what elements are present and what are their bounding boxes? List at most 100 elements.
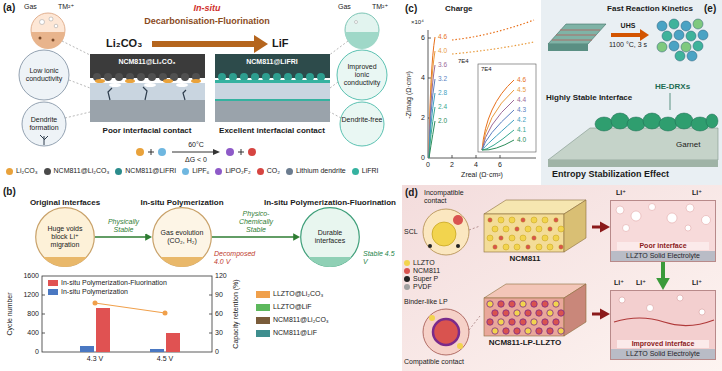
curve-label: 4.3 — [517, 106, 526, 113]
reaction-scheme-part — [213, 149, 220, 155]
curve-label: 4.4 — [517, 96, 526, 103]
circle-fill — [301, 208, 360, 267]
panel-d-art-part-part — [623, 225, 630, 232]
legend-item: NCM811@Li₂CO₃ — [44, 167, 110, 175]
node-heading: Original Interfaces — [20, 187, 110, 207]
panel-letter: (e) — [704, 3, 716, 15]
particle — [536, 244, 542, 250]
label-wrap: Gas — [24, 3, 37, 11]
cell-stack-good-part-part — [284, 73, 292, 81]
cell-stack-poor-part — [93, 73, 200, 81]
axis-tick: 4.5 V — [157, 355, 173, 363]
bar-chart-part — [166, 333, 180, 352]
label-wrap: 4.3 — [517, 106, 526, 113]
curve-label: 2.0 — [438, 117, 447, 124]
legend-item: Li₂CO₃ — [6, 167, 38, 175]
legend-text: Lithium dendrite — [296, 167, 346, 175]
ion-label: Li⁺ — [616, 189, 626, 197]
gas-bubble-part — [49, 17, 53, 21]
particle — [542, 235, 548, 241]
cell-stack-good-part-part — [240, 73, 248, 81]
legend-text: NCM811@Li₂CO₃ — [273, 316, 329, 324]
label-wrap: 2 — [450, 161, 454, 169]
cell-stack-good-part-part — [306, 73, 314, 81]
axis-title: Capacity retention (%) — [232, 279, 240, 348]
cell-stack-good-part-part — [251, 73, 259, 81]
label-wrap: Cycle number — [6, 292, 14, 335]
panel-e-art-part-part — [706, 114, 718, 128]
panel-d-art-part — [457, 343, 463, 349]
bar-chart-part — [96, 308, 110, 352]
text-label: Low ionic conductivity — [21, 67, 67, 83]
nyquist-plot — [428, 20, 536, 158]
curve-label: 3.2 — [438, 75, 447, 82]
particle — [553, 301, 559, 307]
particle — [553, 235, 559, 241]
cell-stack-poor — [90, 54, 205, 122]
gas-bubble-part — [31, 32, 65, 49]
leader-lines-part — [62, 41, 92, 56]
label-wrap: 1200 — [23, 291, 39, 299]
label-wrap: 2.8 — [438, 89, 447, 96]
text-label: Decarbonisation-Fluorination — [144, 16, 270, 26]
label-wrap: 2.4 — [438, 103, 447, 110]
particle — [509, 319, 515, 325]
nyquist-plot-part — [452, 20, 534, 40]
legend-group: LLZTO@Li₂CO₃LLZTO@LiFNCM811@Li₂CO₃NCM811… — [256, 290, 329, 337]
label-wrap: Dendrite-free — [341, 116, 383, 124]
label-wrap: 7E4 — [481, 66, 492, 73]
stage-node: Original InterfacesHuge voids block Li⁺ … — [20, 187, 110, 267]
nyquist-plot-part — [482, 140, 514, 150]
panel-e-art-part-part — [693, 41, 703, 51]
label-wrap: Capacity retention (%) — [232, 279, 240, 348]
particle — [521, 218, 525, 222]
particle — [520, 235, 526, 241]
panel-d-art-part — [428, 244, 432, 248]
axis-tick: 0 — [421, 154, 425, 162]
legend-item: LLZTO@LiF — [256, 303, 329, 311]
particle — [520, 319, 526, 325]
label-wrap: 1600 — [23, 272, 39, 280]
stage-node: In-situ PolymerizationGas evolution (CO₂… — [137, 187, 227, 267]
cell-stack-poor-part-part — [115, 73, 123, 81]
cell-stack-good-part-part — [262, 73, 270, 81]
text-label: Dendrite formation — [23, 116, 65, 132]
panel-d-art-part-part — [469, 226, 480, 230]
nyquist-plot-part — [429, 37, 435, 158]
panel-d-art-part-part — [699, 309, 705, 315]
text-label: Excellent interfacial contact — [219, 126, 325, 135]
axis-tick: 4 — [421, 74, 425, 82]
legend-item: LLZTO — [404, 259, 440, 267]
legend-item: Lithium dendrite — [286, 167, 346, 175]
particle — [548, 227, 552, 231]
gas-bubble-part — [355, 21, 358, 24]
label-wrap: Excellent interfacial contact — [219, 126, 325, 135]
text-label: Poor interfacial contact — [103, 126, 192, 135]
leader-lines-part — [65, 112, 90, 118]
particle — [536, 226, 542, 232]
label-wrap: Poor interfacial contact — [103, 126, 192, 135]
panel-d-art-part — [610, 290, 716, 360]
label-wrap: Decarbonisation-Fluorination — [144, 16, 270, 26]
nyquist-plot-part — [482, 130, 514, 150]
label-wrap: (c) — [405, 3, 417, 15]
particle — [532, 236, 536, 240]
axis-tick: 30 — [215, 329, 223, 337]
text-label: 7E4 — [481, 66, 492, 73]
panel-d-art-part — [423, 209, 469, 255]
panel-e-art-part — [670, 93, 671, 110]
nyquist-plot-part — [429, 107, 435, 158]
axis-tick: 2 — [450, 161, 454, 169]
particle — [531, 319, 537, 325]
panel-d-art-part-part — [619, 297, 625, 303]
legend-swatch — [257, 168, 264, 175]
node-caption: NCM811 — [478, 254, 592, 263]
particle — [498, 301, 504, 307]
legend-text: LiPF₆ — [192, 167, 209, 175]
panel-e-art-part-part — [681, 21, 691, 31]
particle — [547, 244, 553, 250]
axis-title: Cycle number — [6, 292, 14, 335]
axis-tick: 6 — [421, 34, 425, 42]
